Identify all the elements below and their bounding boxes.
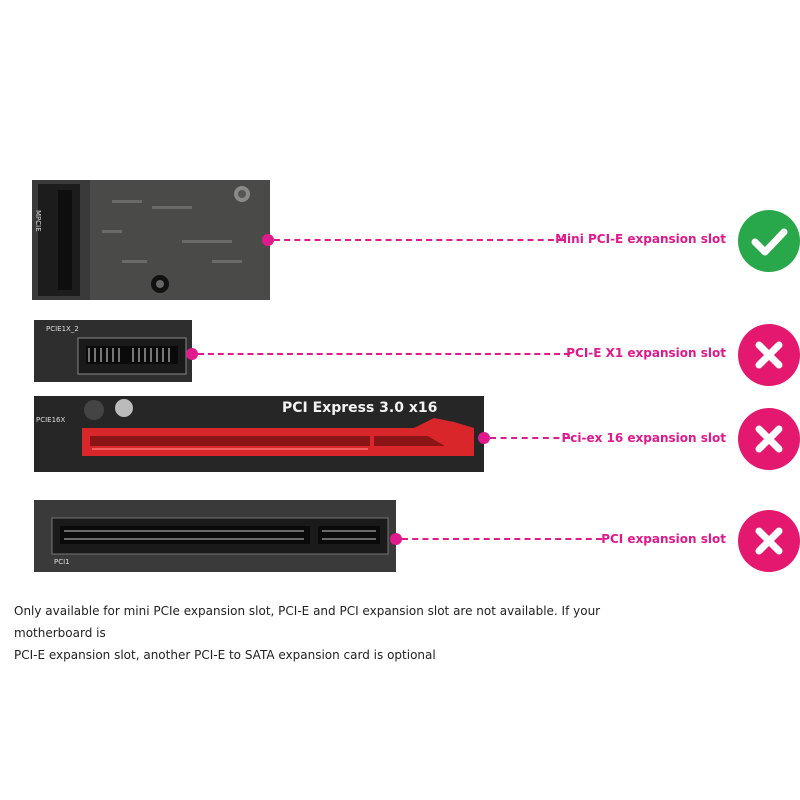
pcie16-silkscreen: PCIE16X — [36, 416, 66, 424]
connector-line — [198, 353, 570, 355]
compatibility-note: Only available for mini PCIe expansion s… — [14, 600, 654, 666]
incompatible-badge — [738, 510, 800, 572]
connector-line — [402, 538, 602, 540]
pci-silkscreen: PCI1 — [54, 558, 70, 566]
slot-label-mini-pcie: Mini PCI-E expansion slot — [555, 232, 726, 246]
pcie16-banner: PCI Express 3.0 x16 — [282, 400, 438, 416]
note-line-2: PCI-E expansion slot, another PCI-E to S… — [14, 648, 436, 662]
x-icon — [755, 425, 783, 453]
incompatible-badge — [738, 408, 800, 470]
pci-slot-photo: PCI1 — [34, 500, 396, 572]
slot-label-pci: PCI expansion slot — [601, 532, 726, 546]
connector-dot — [262, 234, 274, 246]
slot-label-pcie-x1: PCI-E X1 expansion slot — [566, 346, 726, 360]
note-line-1: Only available for mini PCIe expansion s… — [14, 604, 601, 640]
slot-label-pcie-x16: Pci-ex 16 expansion slot — [561, 431, 726, 445]
mpcie-silkscreen: MPCIE — [34, 210, 42, 232]
connector-dot — [186, 348, 198, 360]
connector-dot — [478, 432, 490, 444]
check-icon — [751, 228, 788, 256]
x-icon — [755, 527, 783, 555]
connector-line — [490, 437, 570, 439]
pcie-x1-slot-photo: PCIE1X_2 — [34, 320, 192, 382]
incompatible-badge — [738, 324, 800, 386]
compatible-badge — [738, 210, 800, 272]
connector-dot — [390, 533, 402, 545]
x-icon — [755, 341, 783, 369]
pcie1x-silkscreen: PCIE1X_2 — [46, 325, 79, 333]
connector-line — [274, 239, 564, 241]
mini-pcie-slot-photo: MPCIE — [32, 180, 270, 300]
pcie-x16-slot-photo: PCIE16X PCI Express 3.0 x16 — [34, 396, 484, 472]
